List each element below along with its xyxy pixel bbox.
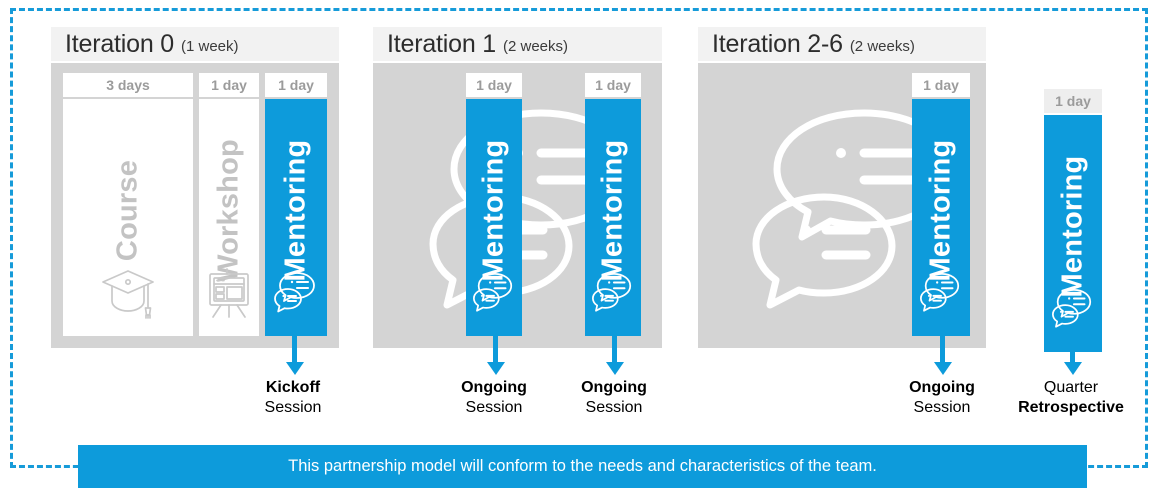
column-body: Mentoring xyxy=(585,99,641,336)
arrow-head-ongoing-1 xyxy=(486,362,505,375)
column-body: Mentoring xyxy=(912,99,970,336)
callout-line-1: Ongoing xyxy=(461,379,527,396)
column-label: Mentoring xyxy=(596,139,629,282)
panel-title: Iteration 0 xyxy=(65,29,174,58)
arrow-head-kickoff xyxy=(285,362,304,375)
arrow-line-ongoing-1 xyxy=(493,326,498,364)
arrow-line-kickoff xyxy=(292,322,297,364)
graduation-cap-icon xyxy=(99,267,157,324)
arrow-line-ongoing-3 xyxy=(940,322,945,364)
callout-line-1: Kickoff xyxy=(265,379,321,396)
panel-iteration-2-6: Iteration 2-6 (2 weeks) 1 day Mentoring xyxy=(698,27,986,348)
callout-quarter-retrospective: Quarter Retrospective xyxy=(983,378,1159,419)
column-workshop[interactable]: 1 day Workshop xyxy=(199,73,259,336)
column-duration-cap: 1 day xyxy=(585,73,641,97)
panel-iteration-1: Iteration 1 (2 weeks) 1 day Mentoring xyxy=(373,27,662,348)
arrow-head-retrospective xyxy=(1063,362,1082,375)
column-mentoring[interactable]: 1 day Mentoring xyxy=(265,73,327,336)
callout-ongoing-3: Ongoing Session xyxy=(873,378,1011,419)
column-duration-cap: 1 day xyxy=(466,73,522,97)
presentation-board-icon xyxy=(205,267,253,324)
callout-line-2: Session xyxy=(585,399,643,417)
panel-header: Iteration 2-6 (2 weeks) xyxy=(698,27,986,61)
callout-line-2: Session xyxy=(913,399,971,417)
column-label: Course xyxy=(111,159,144,262)
column-label: Workshop xyxy=(212,139,245,282)
callout-kickoff: Kickoff Session xyxy=(229,378,357,419)
speech-bubbles-icon xyxy=(471,271,517,320)
column-duration-cap: 3 days xyxy=(63,73,193,97)
callout-line-2: Session xyxy=(264,399,322,417)
panel-duration: (2 weeks) xyxy=(849,37,915,55)
column-course[interactable]: 3 days Course xyxy=(63,73,193,336)
speech-bubbles-icon xyxy=(272,271,320,320)
banner-text: This partnership model will conform to t… xyxy=(288,457,877,475)
column-body: Mentoring xyxy=(466,99,522,336)
column-mentoring[interactable]: 1 day Mentoring xyxy=(466,73,522,336)
column-body: Mentoring xyxy=(1044,115,1102,352)
callout-line-1: Ongoing xyxy=(909,379,975,396)
arrow-head-ongoing-3 xyxy=(933,362,952,375)
column-label: Mentoring xyxy=(924,139,957,282)
column-duration-cap: 1 day xyxy=(1044,89,1102,113)
column-body: Mentoring xyxy=(265,99,327,336)
panel-header: Iteration 0 (1 week) xyxy=(51,27,339,61)
column-label: Mentoring xyxy=(1056,155,1089,298)
column-body: Course xyxy=(63,99,193,336)
speech-bubbles-icon xyxy=(1050,287,1096,336)
callout-ongoing-1: Ongoing Session xyxy=(425,378,563,419)
panel-body: 1 day Mentoring xyxy=(698,63,986,348)
panel-body: 1 day Mentoring 1 day Mentor xyxy=(373,63,662,348)
callout-line-2: Retrospective xyxy=(1018,399,1124,417)
column-duration-cap: 1 day xyxy=(199,73,259,97)
panel-title: Iteration 1 xyxy=(387,29,496,58)
callout-line-1: Quarter xyxy=(1043,379,1099,396)
bottom-banner: This partnership model will conform to t… xyxy=(78,445,1087,488)
callout-line-2: Session xyxy=(465,399,523,417)
arrow-line-retrospective xyxy=(1070,326,1075,364)
panel-duration: (2 weeks) xyxy=(502,37,569,55)
column-duration-cap: 1 day xyxy=(265,73,327,97)
arrow-head-ongoing-2 xyxy=(605,362,624,375)
panel-title: Iteration 2-6 xyxy=(712,29,843,58)
speech-bubbles-icon xyxy=(918,271,964,320)
column-body: Workshop xyxy=(199,99,259,336)
callout-line-1: Ongoing xyxy=(581,379,647,396)
panel-iteration-0: Iteration 0 (1 week) 3 days Course xyxy=(51,27,339,348)
speech-bubbles-icon xyxy=(590,271,636,320)
panel-body: 3 days Course 1 day Wor xyxy=(51,63,339,348)
panel-duration: (1 week) xyxy=(180,37,239,55)
callout-ongoing-2: Ongoing Session xyxy=(545,378,683,419)
column-mentoring-standalone[interactable]: 1 day Mentoring xyxy=(1044,89,1102,352)
column-mentoring[interactable]: 1 day Mentoring xyxy=(585,73,641,336)
panel-header: Iteration 1 (2 weeks) xyxy=(373,27,662,61)
column-mentoring[interactable]: 1 day Mentoring xyxy=(912,73,970,336)
column-label: Mentoring xyxy=(279,139,312,282)
column-label: Mentoring xyxy=(477,139,510,282)
column-duration-cap: 1 day xyxy=(912,73,970,97)
arrow-line-ongoing-2 xyxy=(612,326,617,364)
